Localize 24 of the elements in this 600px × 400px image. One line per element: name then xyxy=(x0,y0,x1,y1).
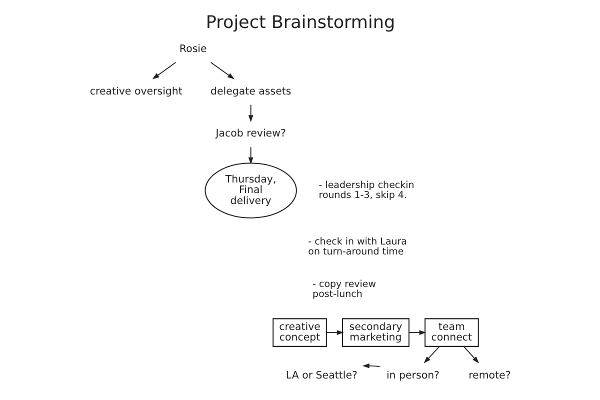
node-text: in person? xyxy=(386,370,439,382)
node-box: creative concept xyxy=(272,318,326,347)
label: - check in with Laura on turn-around time xyxy=(308,236,407,258)
arrow xyxy=(326,330,344,336)
diagram-title: Project Brainstorming xyxy=(205,13,395,34)
arrow xyxy=(423,346,440,364)
label: - copy review post-lunch xyxy=(312,278,376,300)
node-ellipse: Thursday, Final delivery xyxy=(204,162,296,218)
node-text: Jacob review? xyxy=(215,128,286,140)
node-text: creative oversight xyxy=(89,86,182,98)
arrow xyxy=(248,104,253,122)
label: - leadership checkin rounds 1-3, skip 4. xyxy=(318,180,414,202)
arrow xyxy=(362,363,380,368)
node-box: team connect xyxy=(424,318,478,347)
arrow xyxy=(248,146,253,164)
node-text: LA or Seattle? xyxy=(285,370,357,382)
node-box: secondary marketing xyxy=(341,318,409,347)
node-text: delegate assets xyxy=(210,86,291,98)
node-text: Rosie xyxy=(178,44,206,55)
arrow xyxy=(408,330,426,336)
arrow xyxy=(210,62,234,80)
node-text: remote? xyxy=(468,370,510,382)
arrow xyxy=(152,62,176,80)
arrow xyxy=(462,346,479,364)
